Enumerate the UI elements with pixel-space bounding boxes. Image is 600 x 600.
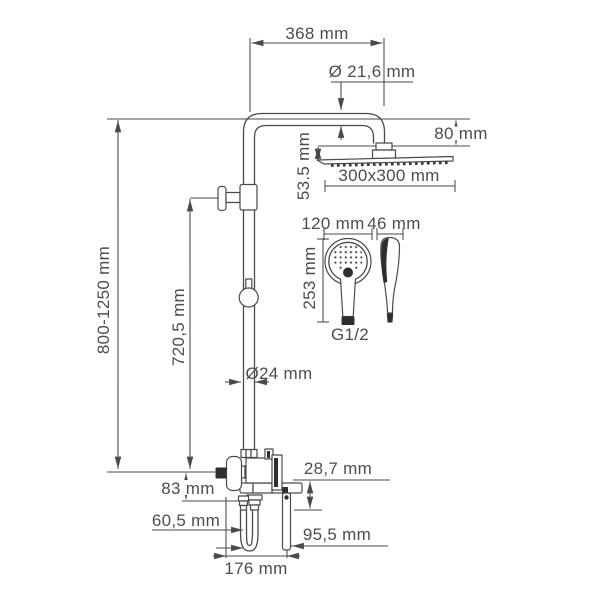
hand-shower-side-view <box>380 236 401 323</box>
support-bar <box>239 482 303 494</box>
diverter-knob <box>238 278 259 308</box>
overhead-shower-side-view <box>316 142 454 167</box>
shower-hose <box>237 495 259 552</box>
label-hose-thread: G1/2 <box>331 325 369 344</box>
dim-arm-drop: 80 mm <box>434 124 487 143</box>
hand-shower-front-view <box>324 237 372 325</box>
wall-inlet <box>215 467 227 479</box>
dim-spout-reach: 60,5 mm <box>152 511 220 530</box>
dim-upper-section-height: 720,5 mm <box>169 288 188 366</box>
dim-handshower-length: 253 mm <box>300 246 319 309</box>
dimension-arrows <box>114 39 460 560</box>
side-hose-connector <box>386 313 394 323</box>
hose-connector <box>341 316 355 325</box>
dim-handshower-depth: 46 mm <box>367 214 420 233</box>
mode-button <box>343 267 353 278</box>
head-plate <box>316 155 454 165</box>
dim-head-plate-size: 300x300 mm <box>338 166 439 185</box>
head-connector-nut <box>371 149 397 160</box>
dim-handshower-width: 120 mm <box>301 214 364 233</box>
dim-head-assembly-height: 53.5 mm <box>294 132 313 200</box>
dim-arm-span: 368 mm <box>285 24 348 43</box>
dim-valve-depth: 176 mm <box>224 559 287 578</box>
handshower-holder-rod <box>281 492 292 551</box>
riser-pipe-and-arm <box>242 112 386 451</box>
side-spray-face <box>381 238 389 283</box>
head-connector-upper <box>375 142 393 151</box>
dim-holder-offset: 28,7 mm <box>304 459 372 478</box>
mixer-valve <box>215 448 303 551</box>
spray-face-nozzles <box>333 243 363 273</box>
dim-column-height-range: 800-1250 mm <box>94 246 113 354</box>
head-nozzle-row <box>330 161 450 167</box>
handle <box>339 278 357 318</box>
dim-arm-tube-diameter: Ø 21,6 mm <box>329 62 416 81</box>
wall-escutcheon <box>225 455 243 492</box>
dim-riser-pipe-diameter: Ø24 mm <box>246 364 313 383</box>
dimension-labels: 368 mm Ø 21,6 mm 80 mm 53.5 mm 300x300 m… <box>94 24 487 578</box>
dim-spout-drop: 83 mm <box>161 479 214 498</box>
dim-holder-reach: 95,5 mm <box>303 525 371 544</box>
pipe-collar <box>240 448 258 459</box>
wall-bracket <box>217 183 258 212</box>
